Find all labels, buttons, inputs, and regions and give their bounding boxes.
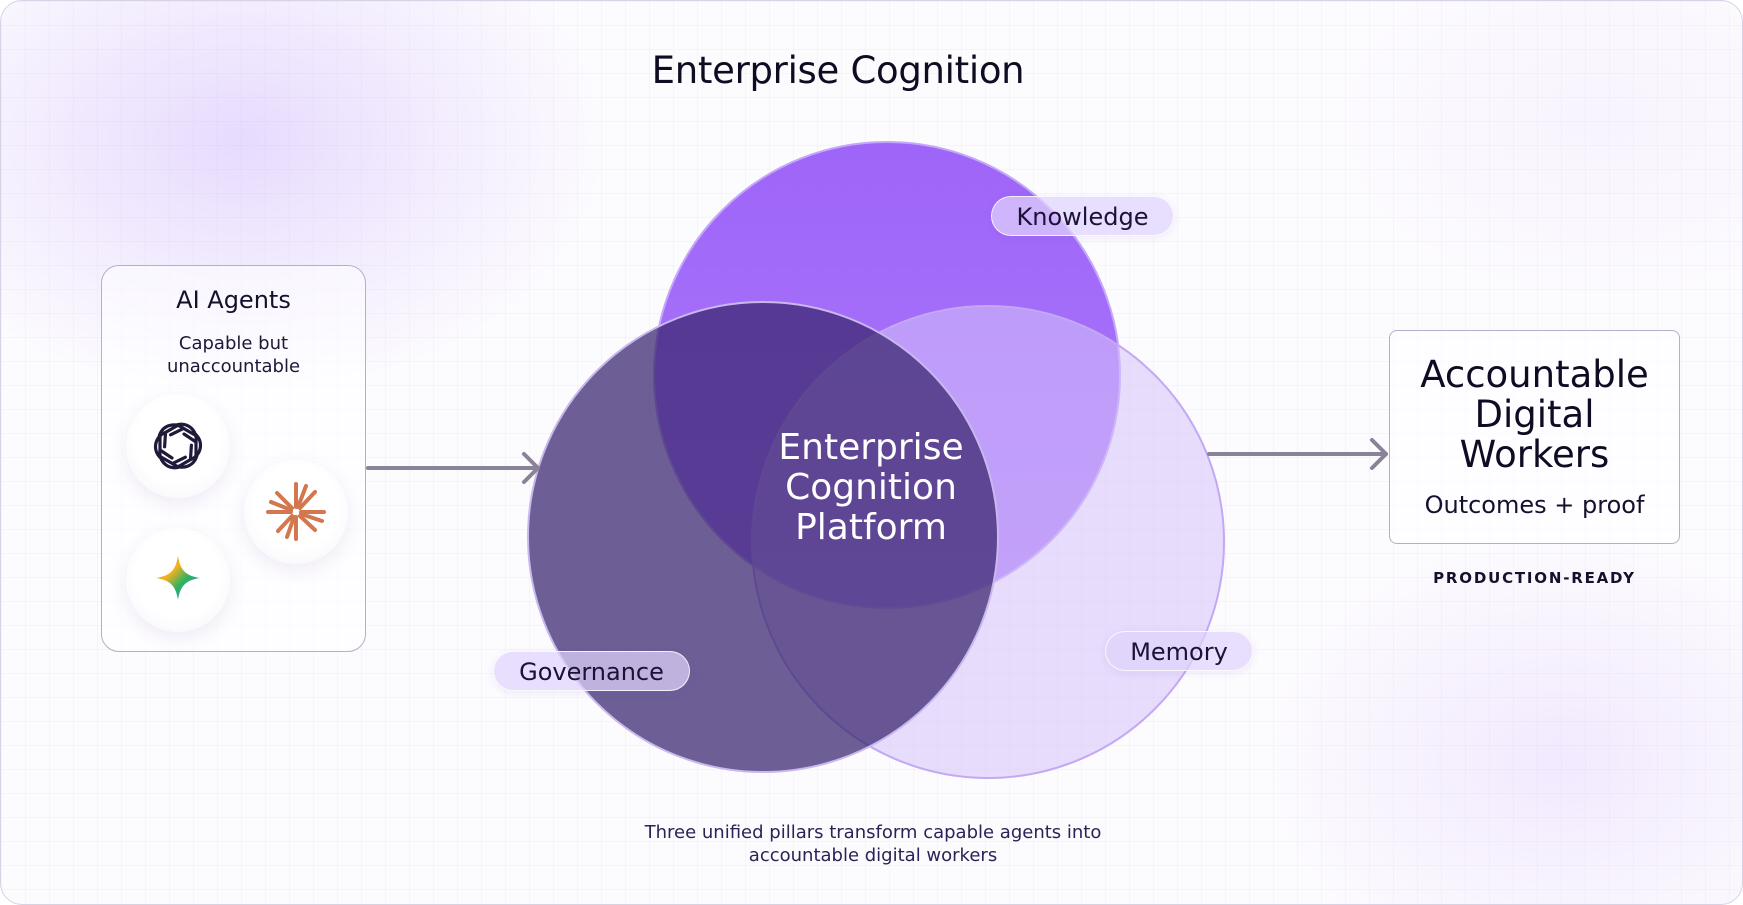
out-title-line3: Workers (1459, 433, 1610, 476)
out-title-line1: Accountable (1420, 353, 1649, 396)
center-label-line2: Cognition (785, 467, 957, 508)
center-label-line1: Enterprise (778, 427, 964, 468)
caption-line2: accountable digital workers (748, 845, 998, 866)
ai-agents-subtitle-line1: Capable but (178, 333, 289, 354)
ai-agents-subtitle-line2: unaccountable (166, 356, 301, 377)
gemini-logo-bubble (126, 528, 230, 632)
production-ready-tag: PRODUCTION-READY (1433, 569, 1636, 587)
input-arrow (366, 452, 540, 484)
governance-pill: Governance (493, 651, 690, 691)
diagram-caption: Three unified pillars transform capable … (573, 821, 1173, 867)
out-title-line2: Digital (1474, 393, 1595, 436)
outcomes-subtitle: Outcomes + proof (1424, 491, 1645, 519)
center-label-line3: Platform (795, 507, 947, 548)
accountable-workers-title: Accountable Digital Workers (1390, 355, 1679, 475)
openai-logo-icon (154, 422, 202, 470)
caption-line1: Three unified pillars transform capable … (644, 822, 1102, 843)
ai-agents-card: AI Agents Capable but unaccountable (101, 265, 366, 652)
gemini-logo-icon (156, 556, 200, 600)
claude-logo-icon (266, 482, 326, 541)
center-platform-label: Enterprise Cognition Platform (741, 428, 1001, 548)
ai-agents-title: AI Agents (176, 286, 291, 314)
memory-pill: Memory (1105, 631, 1253, 671)
output-arrow (1207, 438, 1388, 470)
accountable-workers-card: Accountable Digital Workers Outcomes + p… (1389, 330, 1680, 544)
openai-logo-bubble (126, 394, 230, 498)
knowledge-pill: Knowledge (991, 196, 1174, 236)
claude-logo-bubble (244, 460, 348, 564)
page-title: Enterprise Cognition (651, 49, 1025, 92)
ai-agents-subtitle: Capable but unaccountable (102, 332, 365, 378)
